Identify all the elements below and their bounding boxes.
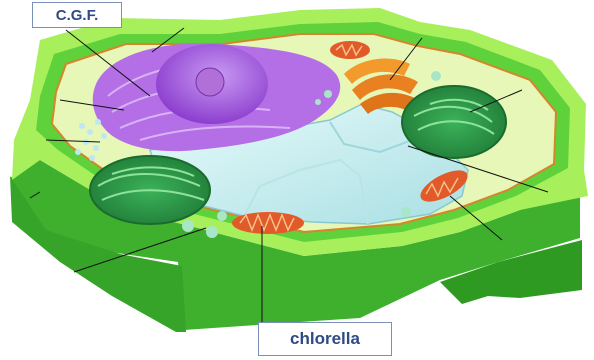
mitochondrion-bottom bbox=[232, 212, 304, 234]
mitochondrion-top bbox=[330, 41, 370, 59]
nucleolus bbox=[196, 68, 224, 96]
label-cgf: C.G.F. bbox=[32, 2, 122, 28]
chloroplast-left bbox=[90, 156, 210, 224]
label-chlorella: chlorella bbox=[258, 322, 392, 356]
chloroplast-right bbox=[402, 86, 506, 158]
